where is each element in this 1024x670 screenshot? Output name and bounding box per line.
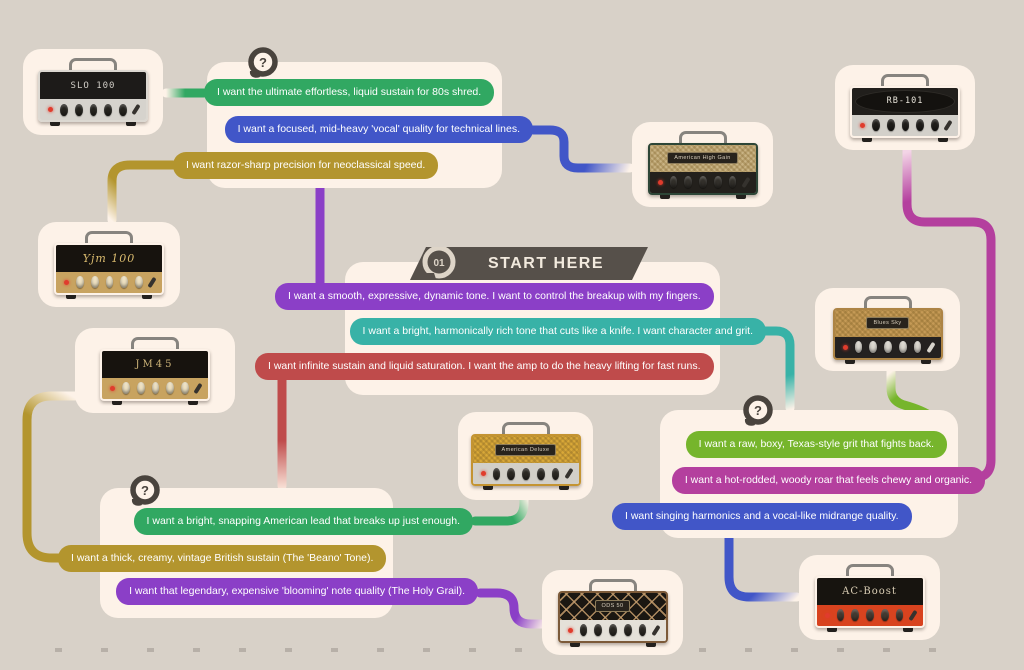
- start-here-label: START HERE: [487, 254, 605, 272]
- connector-rb101: [902, 145, 996, 483]
- question-icon: ?: [248, 47, 278, 78]
- connector-yjm100: [107, 160, 178, 225]
- svg-text:?: ?: [259, 55, 267, 70]
- bubble-bright-harmonically-rich: I want a bright, harmonically rich tone …: [349, 318, 766, 345]
- step-01-icon: 01: [418, 242, 460, 284]
- amp-label-rb101: RB-101: [886, 96, 924, 106]
- amp-handle: [69, 58, 117, 70]
- bubble-thick-creamy-british-beano: I want a thick, creamy, vintage British …: [58, 545, 387, 572]
- amp-label-blues-sky: Blues Sky: [866, 317, 909, 329]
- connector-ods50: [475, 588, 548, 629]
- bubble-liquid-sustain-80s-shred: I want the ultimate effortless, liquid s…: [204, 79, 495, 106]
- amp-rb101: RB-101: [850, 73, 960, 142]
- amp-card-ac-boost: AC-Boost: [799, 555, 940, 640]
- knob: [60, 103, 68, 116]
- amp-blues-sky: Blues Sky: [832, 295, 943, 364]
- power-switch: [131, 103, 141, 116]
- amp-card-jm45: JM45: [75, 328, 235, 413]
- connector-american-deluxe: [470, 489, 529, 526]
- connector-q3-teal: [759, 326, 795, 413]
- bubble-singing-harmonics-vocal-midrange: I want singing harmonics and a vocal-lik…: [612, 503, 912, 530]
- amp-card-rb101: RB-101: [835, 65, 975, 150]
- question-icon: ?: [130, 475, 160, 506]
- bubble-razor-sharp-neoclassical: I want razor-sharp precision for neoclas…: [173, 152, 439, 179]
- amp-card-blues-sky: Blues Sky: [815, 288, 960, 371]
- bubble-smooth-expressive-dynamic: I want a smooth, expressive, dynamic ton…: [275, 283, 714, 310]
- amp-card-ods50: ODS 50: [542, 570, 683, 655]
- connector-american-high-gain: [528, 125, 635, 173]
- connector-jm45: [22, 391, 81, 563]
- amp-label-ods50: ODS 50: [594, 600, 631, 612]
- amp-label-american-high-gain: American High Gain: [667, 152, 738, 164]
- svg-text:?: ?: [754, 403, 762, 418]
- connector-ac-boost: [724, 525, 802, 602]
- amp-label-slo100: SLO 100: [70, 80, 116, 91]
- bubble-bright-snapping-american-lead: I want a bright, snapping American lead …: [133, 508, 473, 535]
- svg-text:01: 01: [433, 258, 445, 269]
- question-icon: ?: [743, 395, 773, 426]
- amp-card-american-deluxe: American Deluxe: [458, 412, 593, 500]
- amp-american-deluxe: American Deluxe: [470, 422, 581, 490]
- bubble-raw-boxy-texas-grit: I want a raw, boxy, Texas-style grit tha…: [685, 431, 947, 458]
- amp-card-yjm100: Yjm 100: [38, 222, 180, 307]
- bubble-focused-mid-heavy-vocal: I want a focused, mid-heavy 'vocal' qual…: [224, 116, 533, 143]
- amp-slo100: SLO 100: [38, 58, 148, 126]
- amp-label-american-deluxe: American Deluxe: [494, 443, 557, 456]
- bubble-hot-rodded-woody-roar: I want a hot-rodded, woody roar that fee…: [671, 467, 985, 494]
- amp-label-jm45: JM45: [135, 358, 175, 370]
- amp-ods50: ODS 50: [557, 578, 668, 647]
- amp-label-yjm100: Yjm 100: [82, 251, 136, 265]
- amp-card-american-high-gain: American High Gain: [632, 122, 773, 207]
- amp-label-ac-boost: AC-Boost: [842, 585, 897, 597]
- bubble-infinite-sustain-liquid-saturation: I want infinite sustain and liquid satur…: [255, 353, 714, 380]
- amp-ac-boost: AC-Boost: [815, 563, 925, 632]
- footer-cutoff-text: [55, 648, 955, 652]
- svg-text:?: ?: [141, 483, 149, 498]
- power-led: [48, 107, 53, 112]
- bubble-blooming-note-holy-grail: I want that legendary, expensive 'bloomi…: [116, 578, 478, 605]
- amp-yjm100: Yjm 100: [54, 230, 164, 299]
- start-here-banner: 01 START HERE: [410, 247, 648, 280]
- amp-card-slo100: SLO 100: [23, 49, 163, 135]
- amp-jm45: JM45: [100, 336, 210, 405]
- amp-american-high-gain: American High Gain: [647, 130, 758, 199]
